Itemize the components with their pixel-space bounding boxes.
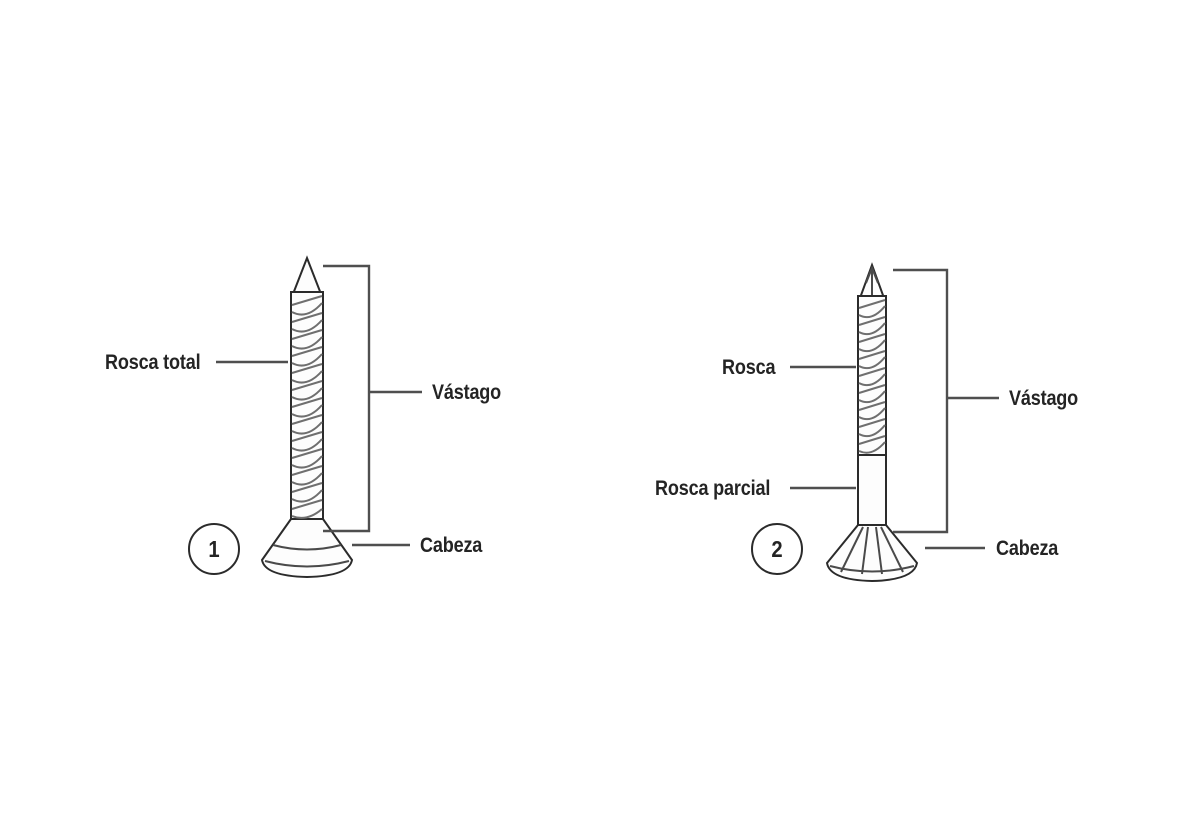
screw-1-badge-number: 1 xyxy=(208,536,219,563)
screw-2-shank-bracket xyxy=(893,268,949,534)
screw-1-shank-label: Vástago xyxy=(432,381,501,405)
screw-2-shank-label: Vástago xyxy=(1009,387,1078,411)
screw-2-head-arc xyxy=(829,565,915,573)
screw-1-badge-circle xyxy=(188,523,240,575)
screw-2-body xyxy=(825,262,919,583)
screw-2-head-rib-2 xyxy=(861,526,869,575)
screw-1-group: Rosca total Vástago Cabeza 1 xyxy=(105,255,501,579)
screw-1-thread-label: Rosca total xyxy=(105,351,200,375)
screw-2-head-rib-1 xyxy=(840,526,864,573)
screw-1-body xyxy=(260,255,354,579)
screw-1-tip xyxy=(291,255,323,295)
screw-2-head-rib-4 xyxy=(880,526,904,573)
screw-2-partial-thread-label: Rosca parcial xyxy=(655,477,770,501)
screw-2-group: Rosca Rosca parcial Vástago Cabeza 2 xyxy=(655,262,1078,583)
screw-2-smooth-shank xyxy=(857,454,887,526)
screw-1-threads xyxy=(291,295,323,519)
screw-2-threads xyxy=(858,299,886,454)
screw-1-head-arc-1 xyxy=(272,544,342,551)
screw-2-head xyxy=(825,524,919,583)
screw-1-shank-bracket xyxy=(323,264,371,533)
screw-1-head xyxy=(260,518,354,579)
screw-2-tip-inner xyxy=(865,265,879,284)
screw-2-head-label: Cabeza xyxy=(996,537,1059,561)
screw-1-head-arc-2 xyxy=(264,560,350,568)
screw-1-badge: 1 xyxy=(188,523,240,575)
screw-2-head-rib-3 xyxy=(875,526,883,575)
screw-2-badge-number: 2 xyxy=(771,536,782,563)
screw-2-badge: 2 xyxy=(751,523,803,575)
screw-1-head-label: Cabeza xyxy=(420,534,483,558)
screw-2-badge-circle xyxy=(751,523,803,575)
screw-2-thread-label: Rosca xyxy=(722,356,777,380)
